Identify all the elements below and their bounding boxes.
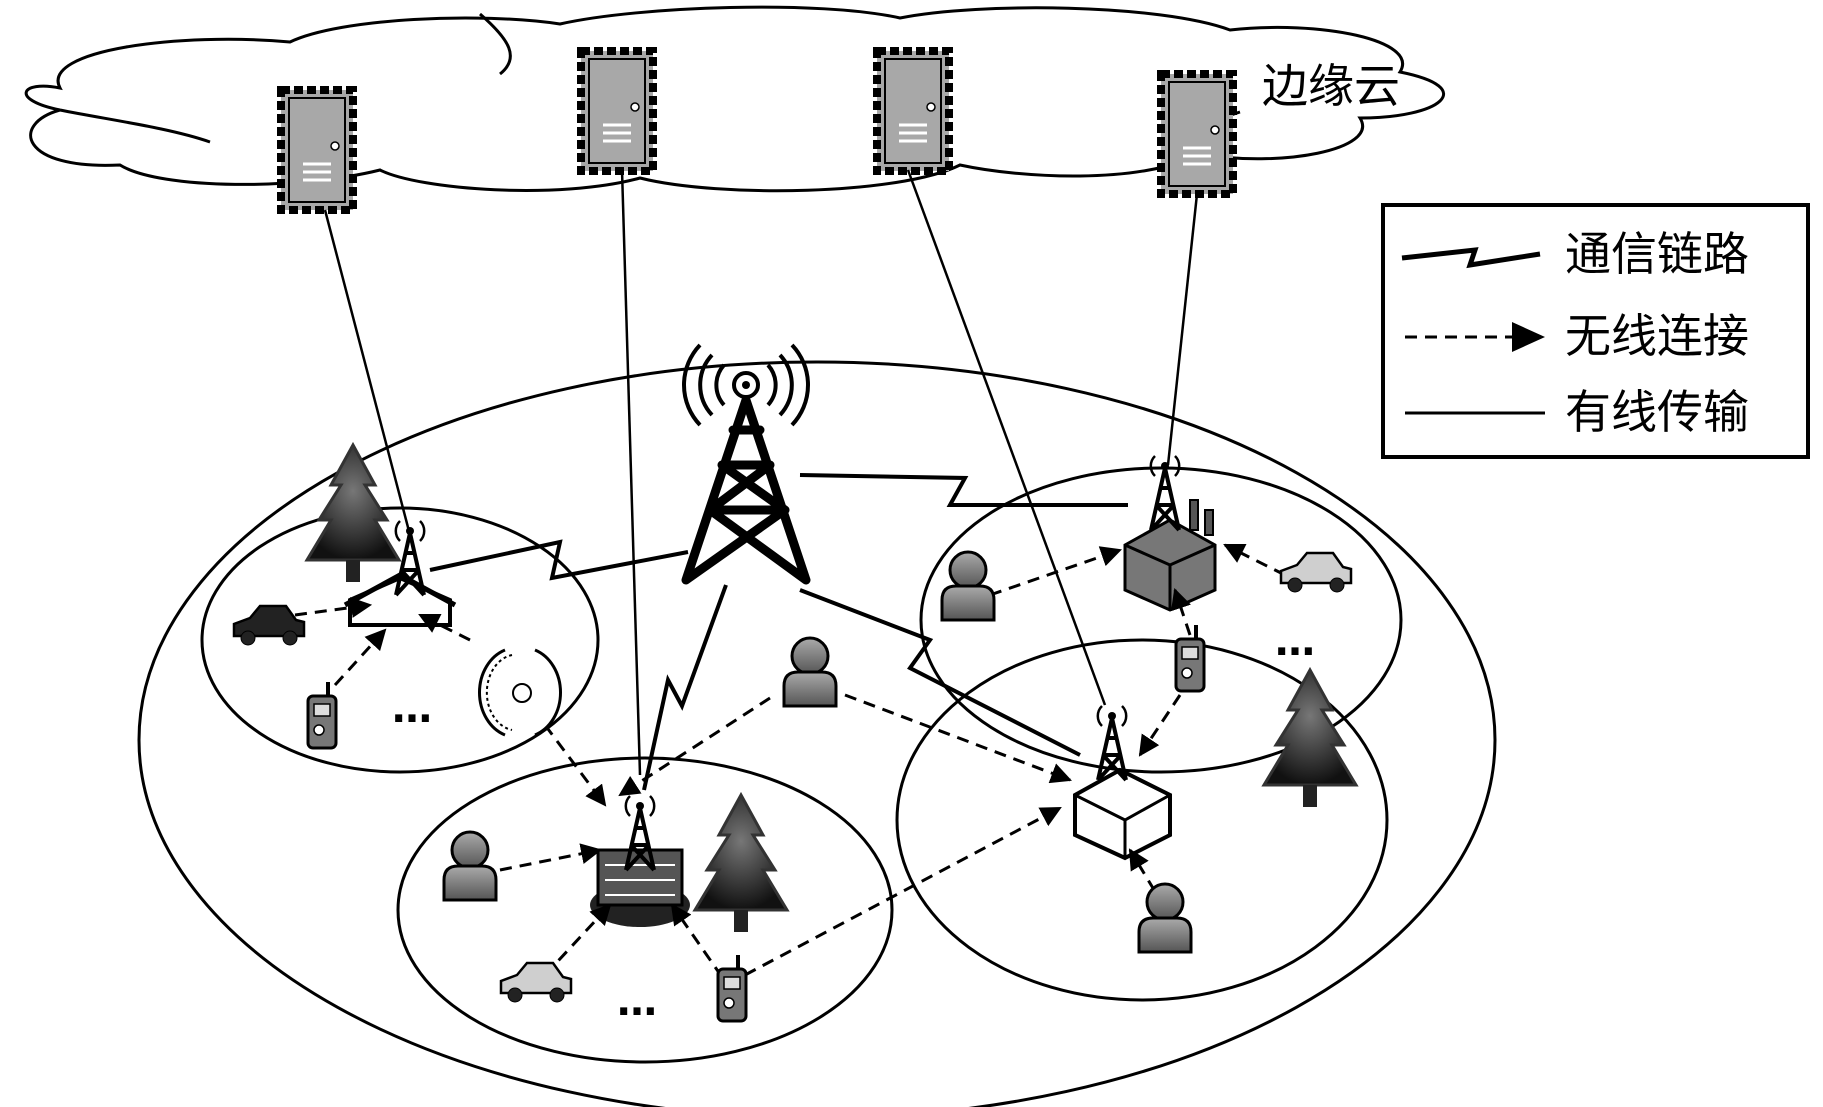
communication-links [429,473,1128,791]
car-icon [499,961,573,1004]
tree-icon [305,443,401,584]
cloud-label: 边缘云 [1262,59,1400,113]
ellipsis-left: … [392,686,432,732]
cell-top-right [919,466,1403,774]
wireless-connections [294,543,1286,978]
legend: 通信链路 无线连接 有线传输 [1381,203,1810,459]
car-icon [232,604,306,647]
legend-label-communication: 通信链路 [1565,227,1749,281]
wired-lines [323,169,1199,776]
base-station-bottom-right-icon [1073,704,1172,861]
coverage-area [137,360,1497,1107]
ellipsis-right: … [1275,619,1315,665]
server-icon [1161,74,1233,194]
tree-icon [1262,668,1358,809]
communication-link-icon [1401,247,1541,269]
wireless-connection-icon [1405,322,1545,352]
ellipsis-bottom: … [617,979,657,1025]
base-station-top-right-icon [1123,454,1217,612]
antenna-dish-icon [477,648,563,737]
server-icon [581,51,653,171]
legend-label-wired: 有线传输 [1565,385,1749,439]
base-station-bottom-icon [590,794,690,927]
person-icon [782,636,838,708]
phone-icon [306,680,338,750]
person-icon [1137,882,1193,954]
phone-icon [716,953,748,1023]
base-station-left-icon [343,519,457,627]
server-icon [877,51,949,171]
cell-bottom-right [895,638,1389,1002]
cell-left [200,506,600,774]
legend-label-wireless: 无线连接 [1565,309,1749,363]
person-icon [442,830,498,902]
cell-bottom [396,756,894,1064]
car-icon [1279,551,1353,594]
macro-tower-icon [681,343,811,585]
person-icon [940,550,996,622]
server-icon [281,90,353,210]
tree-icon [693,793,789,934]
